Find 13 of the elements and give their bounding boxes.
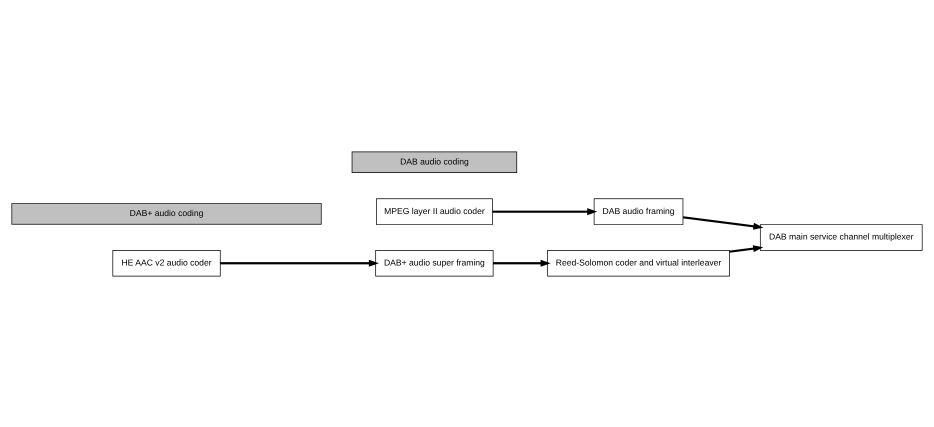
- node-box: HE AAC v2 audio coder: [112, 250, 221, 276]
- node-box: MPEG layer II audio coder: [376, 198, 493, 224]
- node-box: Reed-Solomon coder and virtual interleaver: [547, 250, 730, 276]
- arrow: [220, 259, 379, 266]
- node-box: DAB+ audio super framing: [375, 250, 494, 276]
- node-box: DAB+ audio coding: [11, 202, 322, 224]
- node-box: DAB main service channel multiplexer: [760, 224, 923, 250]
- arrow: [683, 216, 764, 230]
- node-box: DAB audio framing: [594, 198, 684, 224]
- node-box: DAB audio coding: [352, 151, 518, 172]
- arrow: [729, 244, 764, 252]
- arrow: [492, 208, 598, 215]
- arrow: [493, 259, 551, 266]
